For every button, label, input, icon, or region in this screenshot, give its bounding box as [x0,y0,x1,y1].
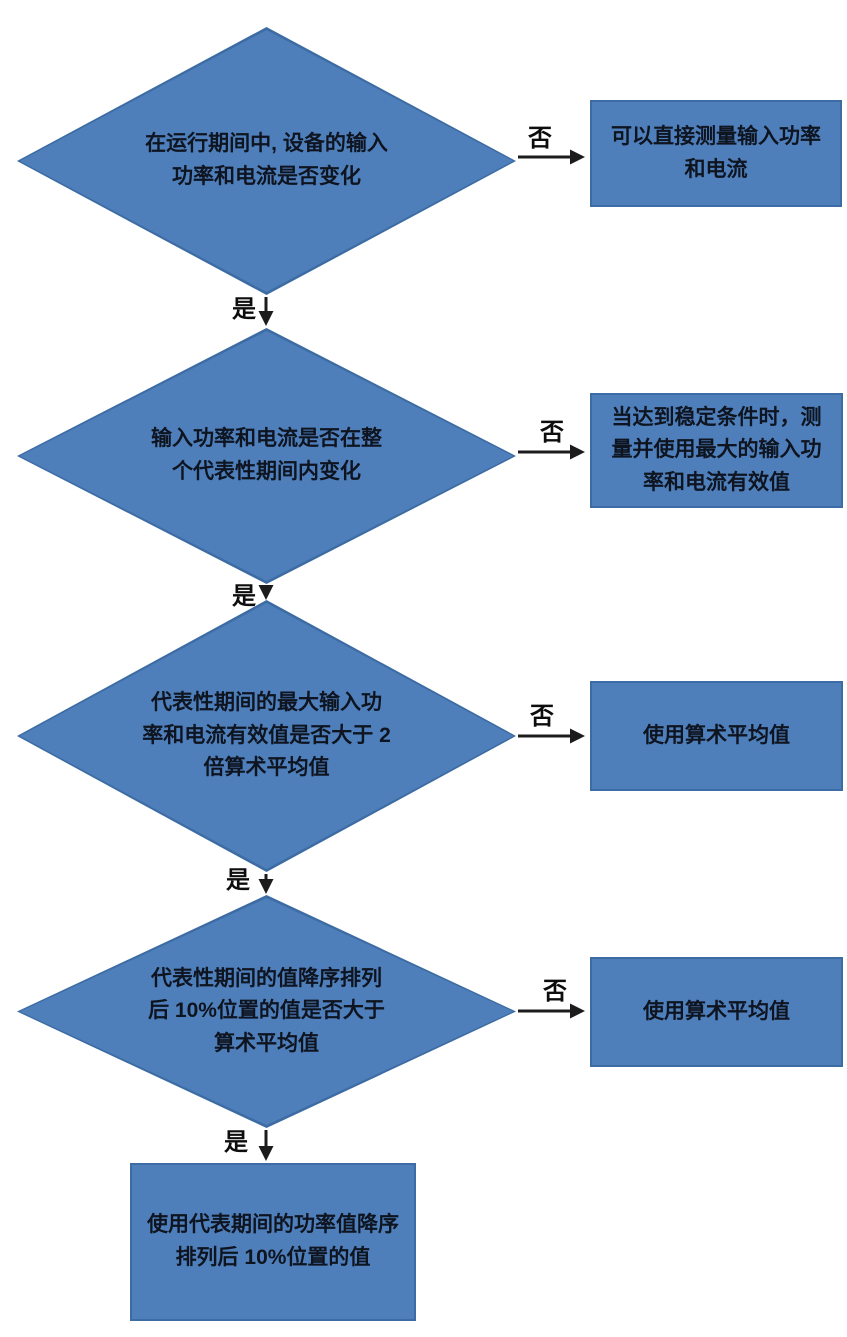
decision-3-diamond: 代表性期间的最大输入功率和电流有效值是否大于 2 倍算术平均值 [17,600,516,872]
outcome-4-box: 使用算术平均值 [590,957,843,1067]
yes-label-3: 是 [226,867,250,894]
decision-2-question: 输入功率和电流是否在整个代表性期间内变化 [151,427,382,483]
outcome-3-box: 使用算术平均值 [590,681,843,791]
no-label-4: 否 [543,978,567,1005]
decision-4-question: 代表性期间的值降序排列后 10%位置的值是否大于算术平均值 [148,966,385,1055]
final-result-text: 使用代表期间的功率值降序排列后 10%位置的值 [147,1213,399,1269]
yes-label-2: 是 [232,583,256,610]
outcome-4-text: 使用算术平均值 [643,999,790,1023]
outcome-2-box: 当达到稳定条件时，测量并使用最大的输入功率和电流有效值 [590,393,843,508]
outcome-3-text: 使用算术平均值 [643,723,790,747]
outcome-1-text: 可以直接测量输入功率和电流 [611,124,821,181]
decision-1-diamond: 在运行期间中, 设备的输入功率和电流是否变化 [17,27,516,295]
yes-label-1: 是 [232,296,256,323]
decision-1-question: 在运行期间中, 设备的输入功率和电流是否变化 [145,132,388,188]
outcome-1-box: 可以直接测量输入功率和电流 [590,100,842,207]
final-result-box: 使用代表期间的功率值降序排列后 10%位置的值 [130,1163,416,1321]
yes-label-4: 是 [224,1129,248,1156]
decision-4-diamond: 代表性期间的值降序排列后 10%位置的值是否大于算术平均值 [17,895,516,1128]
decision-2-diamond: 输入功率和电流是否在整个代表性期间内变化 [17,328,516,584]
no-label-2: 否 [540,419,564,446]
no-label-1: 否 [528,125,552,152]
decision-3-question: 代表性期间的最大输入功率和电流有效值是否大于 2 倍算术平均值 [142,691,391,780]
no-label-3: 否 [530,703,554,730]
outcome-2-text: 当达到稳定条件时，测量并使用最大的输入功率和电流有效值 [611,405,822,494]
